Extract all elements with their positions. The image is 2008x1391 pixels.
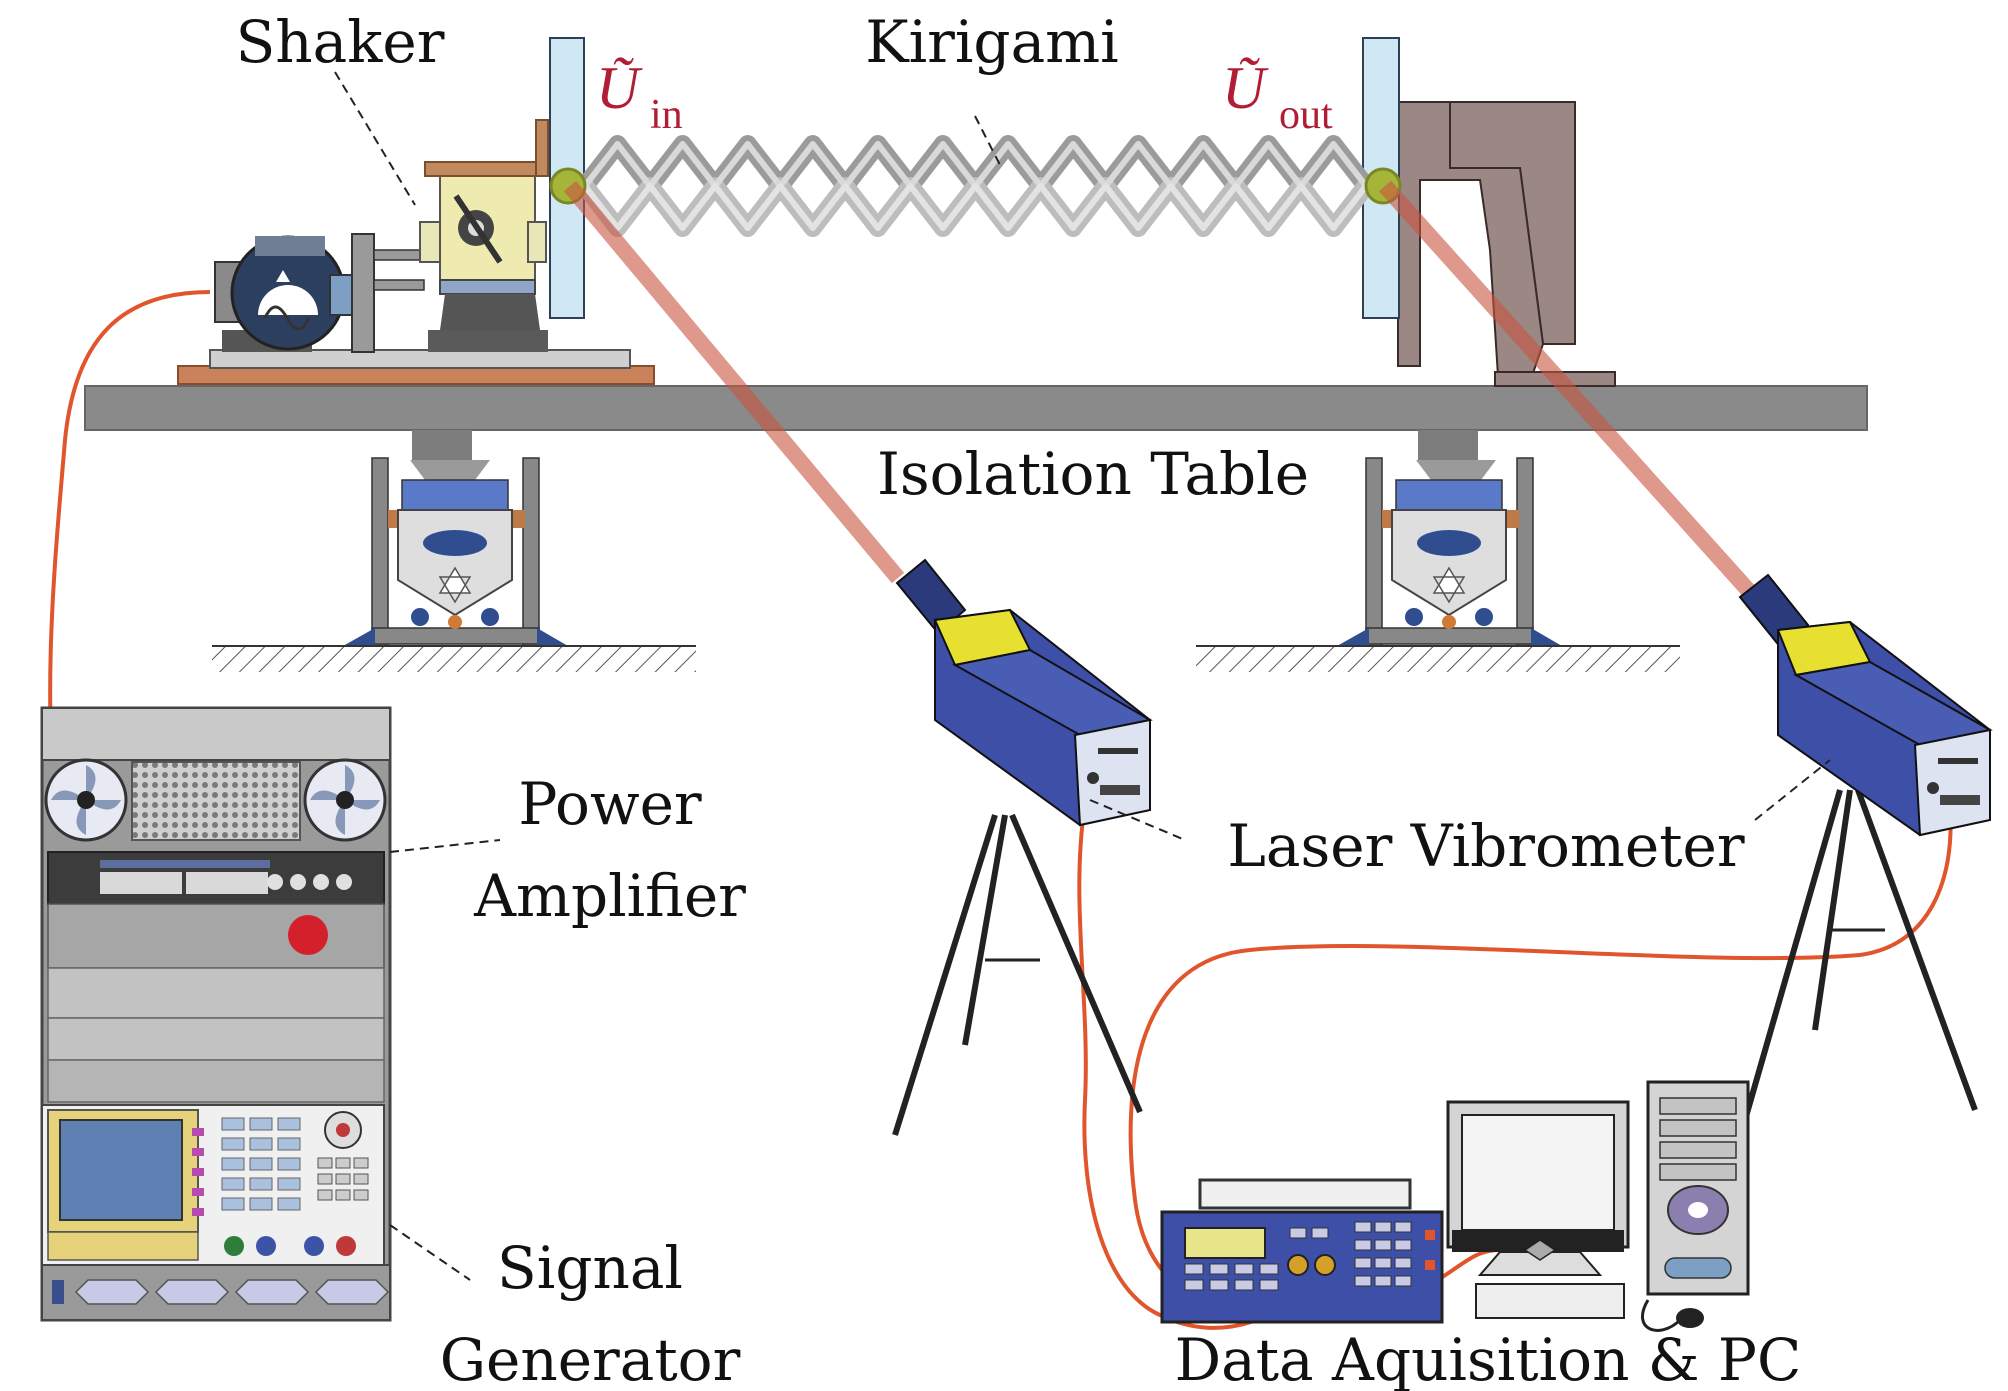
shaker-icon [419,119,549,352]
data-acquisition-icon [1160,1178,1444,1324]
label-laser-vibrometer: Laser Vibrometer [1227,812,1744,880]
desktop-computer-icon [1446,1080,1750,1332]
rack-fan-left-icon [44,758,128,842]
label-shaker: Shaker [236,8,445,76]
vibrometer-tripod-left [892,813,1143,1136]
table-leg-right [1196,430,1680,672]
u-in-subscript: in [650,92,683,138]
cable-vib1-to-daq [1077,804,1322,1330]
label-signal-generator-line1: Signal [497,1234,683,1302]
laser-beam-out [1379,180,1754,596]
leader-lines [334,71,1831,1281]
leader-vibrometer-right [1754,759,1831,821]
instrument-rack-icon [40,706,392,1322]
u-out-subscript: out [1279,92,1333,138]
leader-vibrometer-left [1089,799,1186,841]
leader-kirigami [974,115,1001,166]
leader-power-amplifier [389,839,501,853]
vibrometer-body-right [1738,573,1993,837]
rack-fan-right-icon [303,758,387,842]
label-u-out: Ũ out [1222,55,1333,138]
leader-shaker [334,71,416,206]
vibrometer-body-left [895,558,1153,827]
label-power-amplifier-line1: Power [518,770,702,838]
leader-signal-generator [389,1224,471,1281]
u-in-symbol: Ũ [596,55,643,121]
laser-vibrometer-icon [892,558,1993,1136]
label-data-acquisition: Data Aquisition & PC [1175,1326,1802,1391]
vibrometer-tripod-right [1742,788,1978,1121]
label-u-in: Ũ in [596,55,683,138]
label-kirigami: Kirigami [865,8,1118,76]
power-amplifier-unit [47,851,385,905]
u-out-symbol: Ũ [1222,55,1269,121]
power-button [288,915,328,955]
label-isolation-table: Isolation Table [877,440,1309,508]
label-signal-generator-line2: Generator [440,1326,741,1391]
shaker-motor-icon [214,233,425,353]
label-power-amplifier-line2: Amplifier [473,862,746,930]
table-leg-left [212,430,696,672]
laser-beam-in [563,180,905,584]
signal-generator-unit [41,1104,385,1266]
kirigami-structure [549,135,1402,237]
